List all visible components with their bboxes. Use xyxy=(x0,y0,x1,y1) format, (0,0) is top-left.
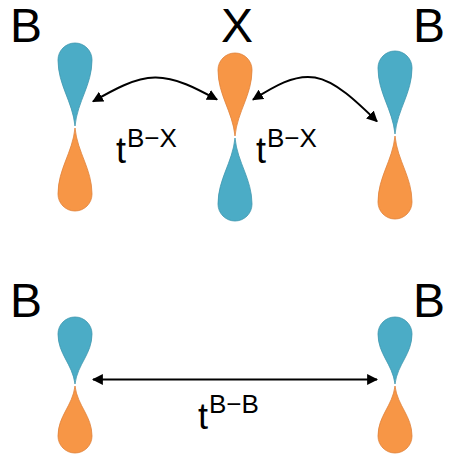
hopping-label: tB−X xyxy=(116,124,177,169)
orbital: B xyxy=(377,50,413,220)
orbital-lobe xyxy=(378,317,412,384)
orbital-shape xyxy=(377,50,413,220)
orbital: B xyxy=(377,316,413,454)
orbital-lobe xyxy=(378,51,412,134)
hopping-arrow xyxy=(93,78,217,102)
orbital-lobe xyxy=(58,128,92,211)
atom-label: X xyxy=(221,2,253,50)
orbital: B xyxy=(57,42,93,212)
hopping-arrow xyxy=(253,77,377,121)
atom-label: B xyxy=(413,277,445,325)
orbital-shape xyxy=(217,52,253,222)
orbital-lobe xyxy=(218,138,252,221)
orbital-lobe xyxy=(58,43,92,126)
orbital: X xyxy=(217,52,253,222)
orbital-shape xyxy=(57,42,93,212)
atom-label: B xyxy=(413,2,445,50)
orbital-lobe xyxy=(58,317,92,384)
hopping-label: tB−X xyxy=(256,124,317,169)
orbital-lobe xyxy=(58,386,92,453)
orbital-shape xyxy=(57,316,93,454)
hopping-label: tB−B xyxy=(198,390,259,435)
atom-label: B xyxy=(10,2,42,50)
orbital-lobe xyxy=(378,136,412,219)
orbital-lobe xyxy=(378,386,412,453)
orbital-shape xyxy=(377,316,413,454)
orbital: B xyxy=(57,316,93,454)
hopping-arrow xyxy=(93,378,377,380)
atom-label: B xyxy=(10,277,42,325)
orbital-lobe xyxy=(218,53,252,136)
